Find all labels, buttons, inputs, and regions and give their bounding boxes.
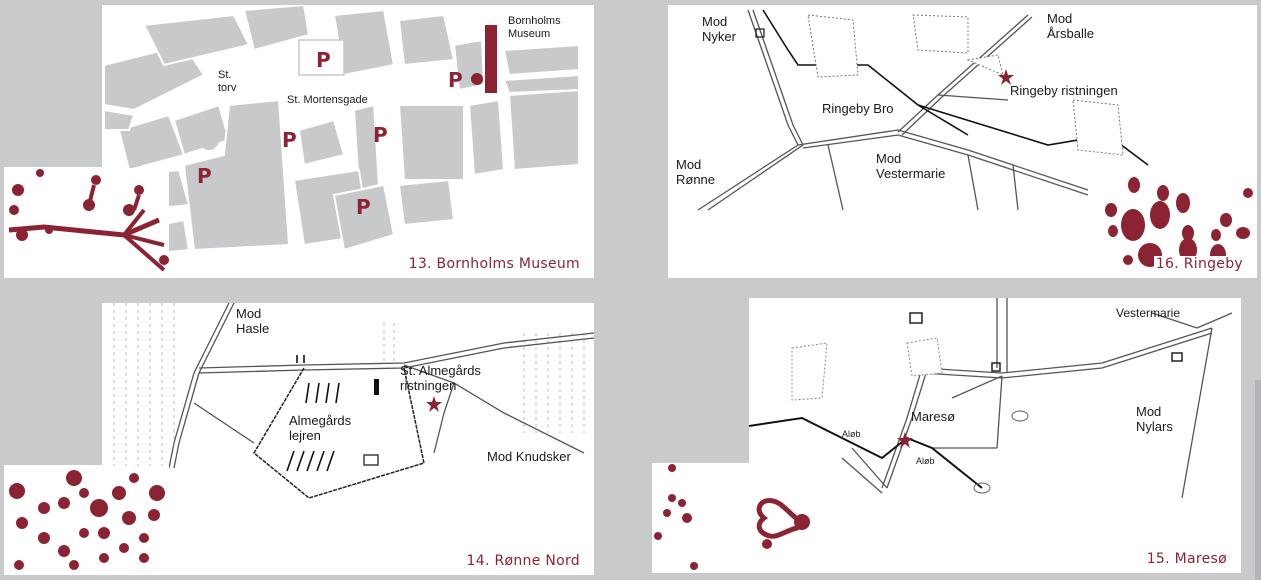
- parking-icon: P: [448, 68, 463, 92]
- label-almegards-lejren: Almegårds lejren: [289, 413, 352, 443]
- star-icon: [897, 432, 913, 448]
- parking-icon: P: [316, 48, 331, 72]
- label-mod-knudsker: Mod Knudsker: [487, 449, 571, 464]
- caption-bornholms-museum: 13. Bornholms Museum: [406, 256, 582, 272]
- label-aloeb-lower: Aløb: [916, 456, 935, 466]
- map-panel-ringeby: Mod Nyker Mod Årsballe Ringeby ristninge…: [668, 5, 1257, 278]
- label-mareso: Maresø: [911, 409, 956, 424]
- rock-carving-motif: [4, 168, 169, 278]
- label-aloeb-upper: Aløb: [842, 429, 861, 439]
- parking-icon: P: [197, 164, 212, 188]
- rock-carving-motif: [652, 463, 812, 573]
- map-panel-mareso: Vestermarie Mod Nylars Maresø Aløb Aløb …: [652, 298, 1241, 573]
- label-bornholms-museum: Bornholms Museum: [508, 15, 561, 40]
- label-ringeby-bro: Ringeby Bro: [822, 101, 894, 116]
- label-mod-aarsballe: Mod Årsballe: [1047, 11, 1094, 41]
- label-mod-ronne: Mod Rønne: [676, 157, 716, 187]
- star-icon: [426, 396, 442, 412]
- caption-mareso: 15. Maresø: [1144, 551, 1229, 567]
- parking-icon: P: [356, 195, 371, 219]
- road-map-ringeby: [697, 9, 1257, 278]
- label-mod-hasle: Mod Hasle: [236, 306, 270, 336]
- label-st-mortensgade: St. Mortensgade: [287, 94, 368, 106]
- caption-ringeby: 16. Ringeby: [1153, 256, 1245, 272]
- label-mod-nyker: Mod Nyker: [702, 14, 736, 44]
- label-st-almegards-ristningen: St. Almegårds ristningen: [400, 363, 481, 393]
- road-map-mareso: [652, 298, 1233, 573]
- label-mod-nylars: Mod Nylars: [1136, 404, 1173, 434]
- label-ringeby-ristningen: Ringeby ristningen: [1010, 83, 1118, 98]
- star-icon: [998, 69, 1014, 85]
- map-panel-bornholms-museum: Bornholms Museum St. torv St. Mortensgad…: [4, 5, 594, 278]
- label-st-torv: St. torv: [218, 69, 237, 94]
- map-panel-ronne-nord: Mod Hasle St. Almegårds ristningen Almeg…: [4, 303, 594, 575]
- caption-ronne-nord: 14. Rønne Nord: [464, 553, 582, 569]
- street-map-museum: [4, 5, 580, 278]
- label-vestermarie: Vestermarie: [1116, 306, 1181, 320]
- label-mod-vestermarie: Mod Vestermarie: [876, 151, 946, 181]
- scrollbar[interactable]: [1255, 380, 1261, 580]
- road-map-ronne-nord: [4, 303, 594, 575]
- parking-icon: P: [373, 123, 388, 147]
- rock-carving-motif: [4, 466, 169, 575]
- parking-icon: P: [282, 128, 297, 152]
